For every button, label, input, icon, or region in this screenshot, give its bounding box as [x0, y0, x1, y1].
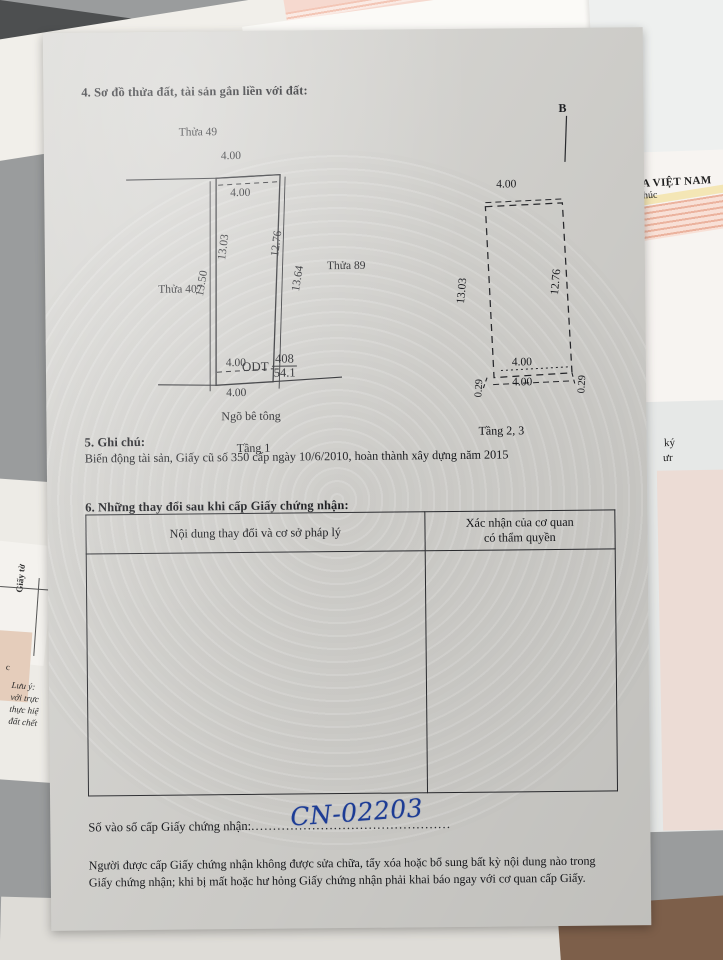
- dim-left-plot-top-outer: 4.00: [220, 150, 242, 163]
- compass-north-label: B: [558, 100, 567, 115]
- table-header-row: Nội dung thay đổi và cơ sở pháp lý Xác n…: [85, 509, 616, 555]
- dim-right-plot-right: 12.76: [548, 268, 564, 296]
- parcel-area-fraction: 408 54.1: [271, 352, 299, 380]
- changes-table: Nội dung thay đổi và cơ sở pháp lý Xác n…: [85, 509, 618, 796]
- dim-left-plot-top-inner: 4.00: [230, 186, 251, 200]
- dim-right-plot-left: 13.03: [454, 277, 470, 305]
- section-5-note: Biến động tài sản, Giấy cũ số 350 cấp ng…: [84, 447, 509, 466]
- authority-confirmation-cell[interactable]: [424, 548, 618, 793]
- dim-right-plot-corner-right: 0.29: [576, 374, 589, 394]
- section-4-heading: 4. Sơ đồ thửa đất, tài sản gắn liền với …: [81, 83, 308, 100]
- dim-right-plot-bottom-outer: 4.00: [512, 376, 533, 389]
- dim-right-plot-top: 4.00: [496, 178, 517, 191]
- changes-content-cell[interactable]: [86, 550, 428, 796]
- authority-col-line-2: có thẩm quyền: [483, 529, 556, 545]
- neighbor-parcel-89: Thửa 89: [326, 259, 366, 273]
- table-col-authority-confirmation: Xác nhận của cơ quan có thẩm quyền: [424, 509, 616, 551]
- neighbor-parcel-49: Thửa 49: [178, 126, 218, 139]
- table-row: [86, 548, 618, 796]
- plot-right-caption: Tầng 2, 3: [478, 423, 525, 438]
- table-col-changes-content: Nội dung thay đổi và cơ sở pháp lý: [85, 511, 425, 555]
- certificate-number-label: Số vào sổ cấp Giấy chứng nhận:: [88, 818, 252, 835]
- land-certificate-page: 4. Sơ đồ thửa đất, tài sản gắn liền với …: [42, 27, 652, 931]
- dim-right-plot-corner-left: 0.29: [473, 378, 486, 398]
- dim-left-plot-bottom-outer: 4.00: [226, 386, 247, 400]
- section-5-heading: 5. Ghi chú:: [84, 434, 146, 450]
- land-use-code: ODT: [241, 358, 269, 374]
- background-pink-band-right: [656, 469, 723, 831]
- parcel-diagram: B Thửa 49 Thửa 407 Thửa 89 4.00 4.00 13.…: [43, 97, 646, 455]
- parcel-area: 54.1: [273, 365, 296, 380]
- legal-warning-text: Người được cấp Giấy chứng nhận không đượ…: [89, 852, 634, 890]
- background-paper-tan-left: [0, 627, 33, 703]
- certificate-content: 4. Sơ đồ thửa đất, tài sản gắn liền với …: [43, 27, 652, 931]
- land-use-code-block: ODT 408 54.1: [242, 352, 299, 380]
- dim-right-plot-bottom-inner: 4.00: [511, 356, 533, 369]
- road-label: Ngõ bê tông: [221, 408, 281, 424]
- parcel-drawing-svg: [126, 115, 576, 392]
